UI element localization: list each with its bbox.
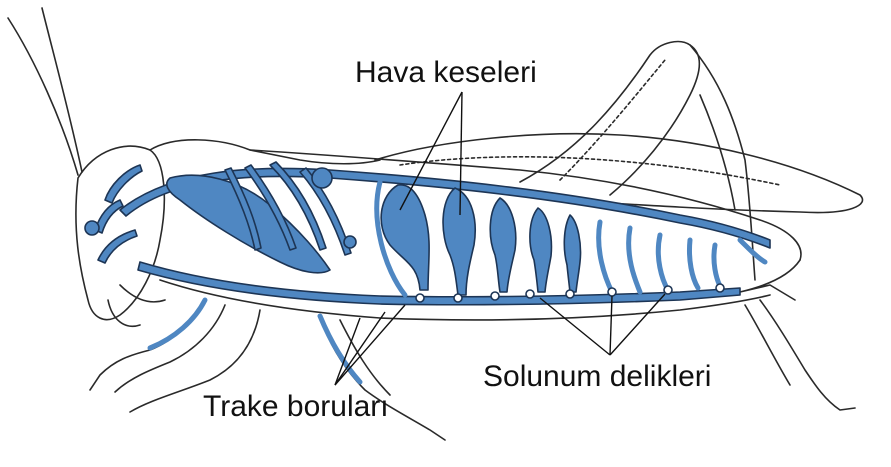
label-air-sacs: Hava keseleri: [355, 58, 537, 88]
hind-femur: [520, 42, 699, 195]
head-node: [85, 221, 99, 235]
abd-loop-3: [629, 228, 640, 292]
pointer-spiracle-2: [610, 296, 612, 355]
pointer-trachea-2: [335, 312, 385, 385]
antenna-1: [8, 18, 78, 175]
abd-loop-6: [714, 245, 720, 286]
hind-femur-inner: [560, 60, 665, 180]
abd-loop-5: [689, 240, 698, 288]
tracheal-system: [85, 162, 770, 382]
spiracle: [454, 294, 462, 302]
spiracle: [664, 286, 672, 294]
leg-trachea-front: [150, 300, 205, 348]
front-leg-2: [115, 305, 225, 392]
air-sac-4: [530, 208, 552, 292]
pronotum: [150, 140, 380, 164]
front-leg: [90, 300, 205, 390]
spiracle: [416, 294, 424, 302]
hind-tarsus: [760, 300, 855, 410]
abdomen-upper: [250, 150, 801, 260]
air-sac-5: [564, 215, 580, 292]
label-spiracles: Solunum delikleri: [483, 362, 711, 392]
abd-loop-4: [658, 235, 668, 290]
hind-tarsus-2: [745, 305, 790, 385]
spiracle: [608, 288, 616, 296]
head-trachea-3: [98, 230, 137, 263]
air-sac-small: [312, 168, 332, 188]
antenna-2: [42, 8, 82, 172]
spiracle: [526, 290, 534, 298]
pointer-spiracle-1: [540, 298, 610, 355]
spiracle: [716, 284, 724, 292]
head-trachea-1: [105, 165, 142, 203]
mouthparts: [108, 285, 165, 326]
pointer-spiracle-3: [610, 294, 665, 355]
spiracle: [491, 292, 499, 300]
abd-loop-2: [599, 222, 612, 292]
air-sac-3: [490, 198, 516, 292]
air-sac-small-2: [344, 236, 356, 248]
abdomen-tip: [740, 260, 800, 300]
label-tracheae: Trake boruları: [203, 392, 389, 422]
air-sac-2: [443, 188, 475, 295]
spiracle: [566, 290, 574, 298]
